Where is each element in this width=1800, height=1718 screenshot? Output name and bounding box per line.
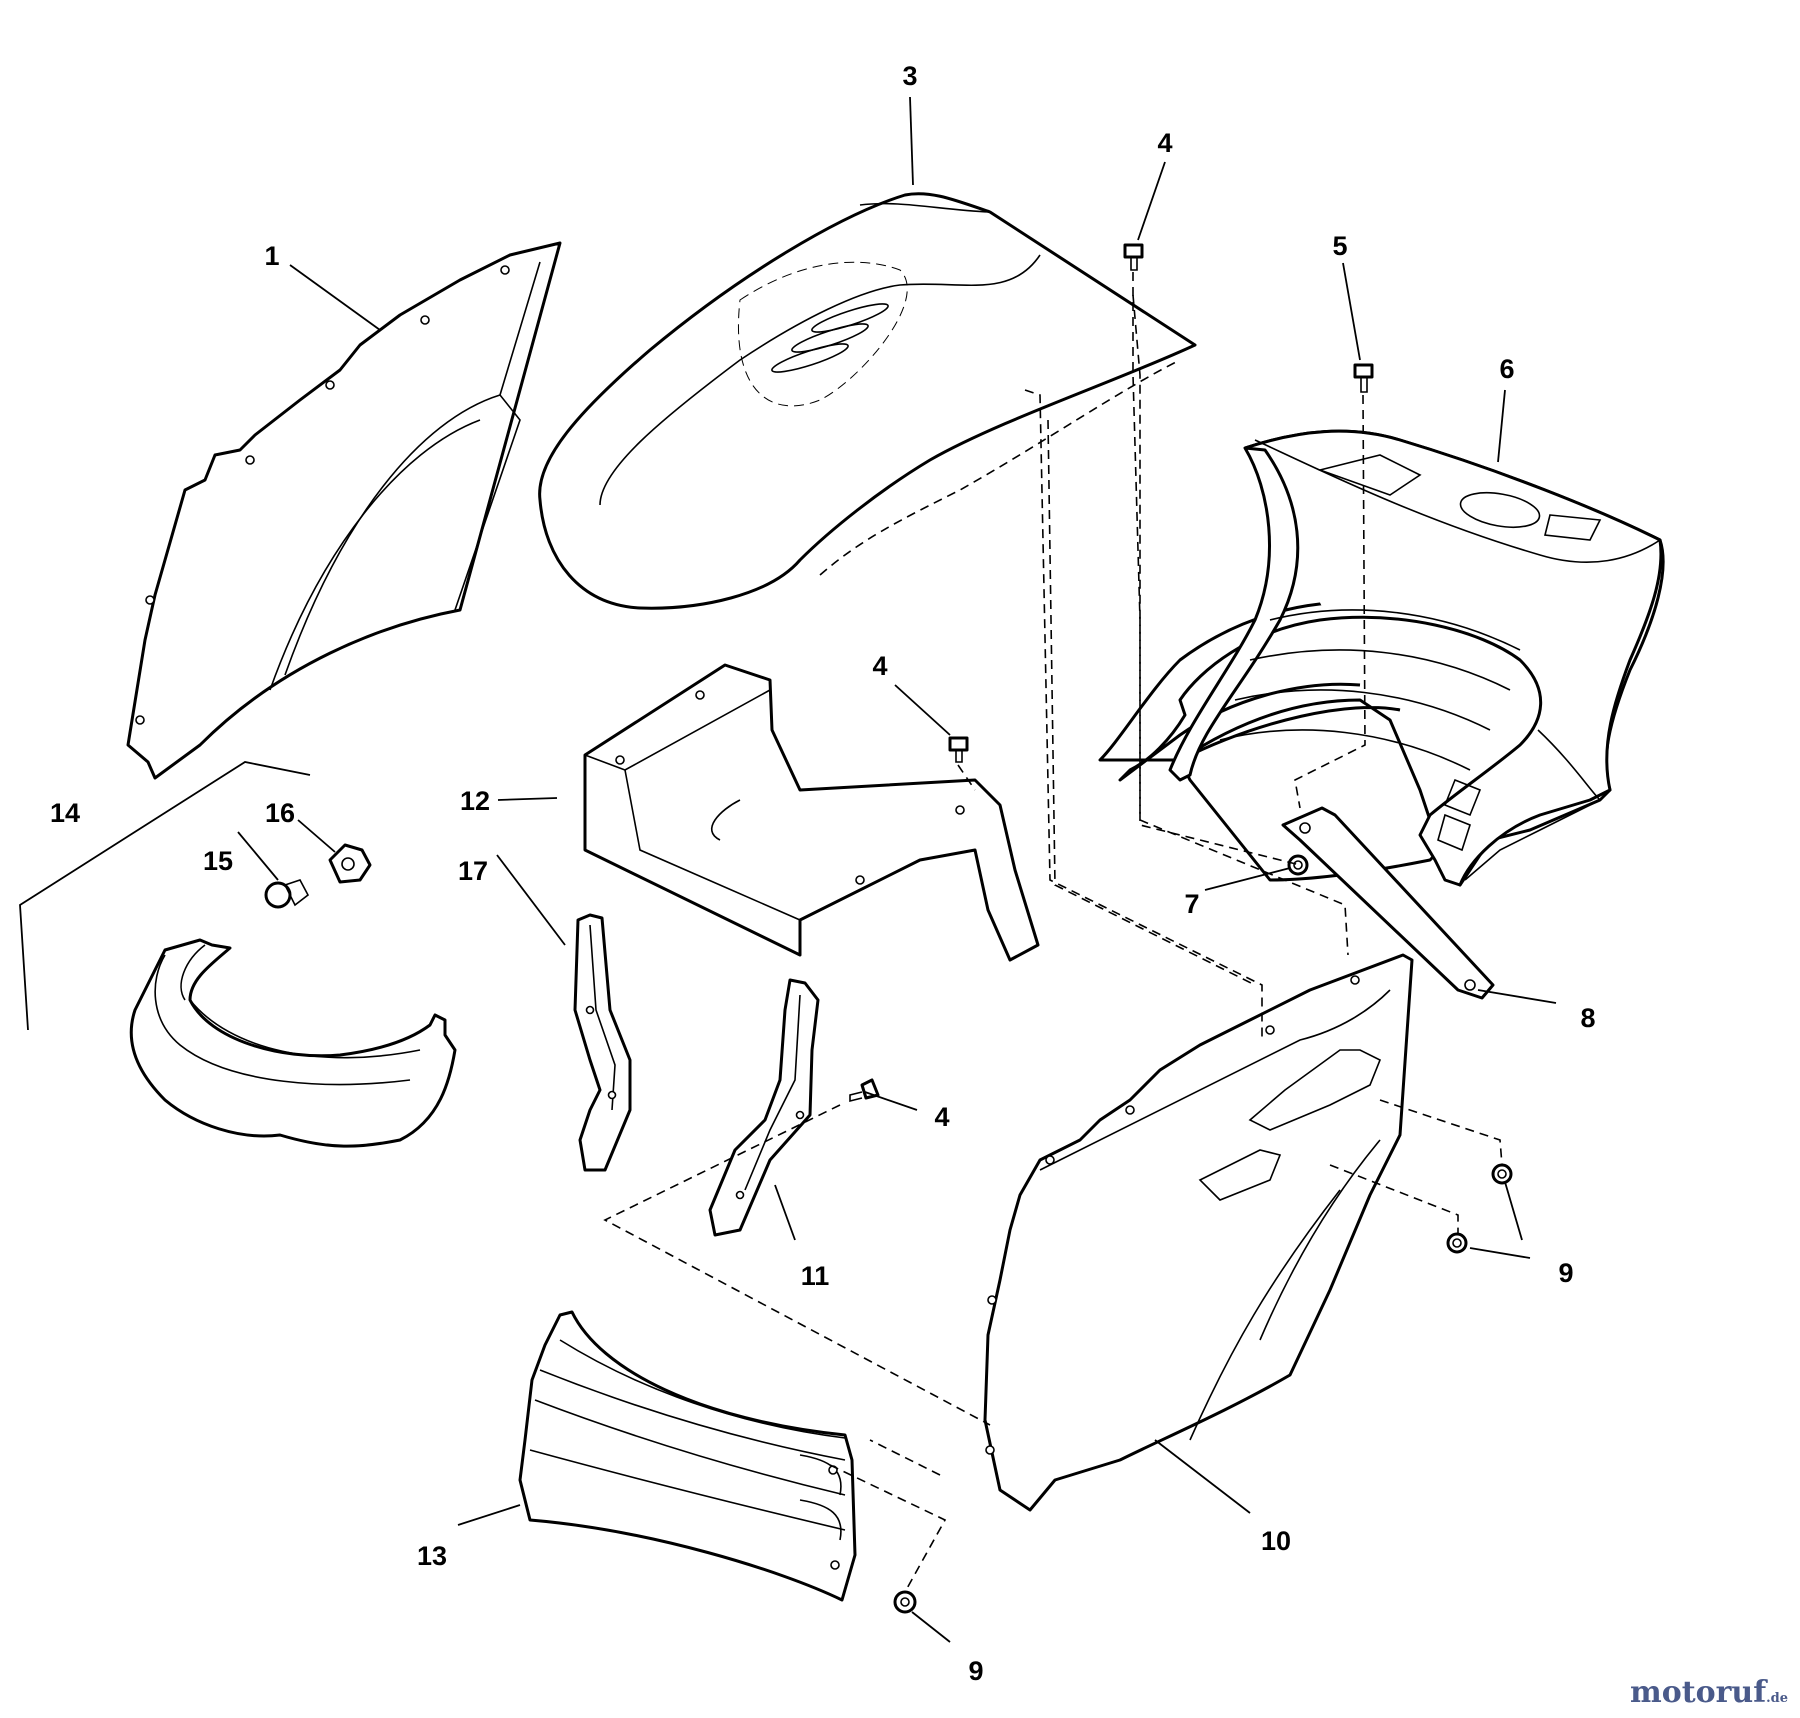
callout-labels: 1 3 4 5 6 4 12 14 16 15 17 7 8 4 9 11 10… xyxy=(50,61,1596,1686)
part-15-knob xyxy=(264,879,310,909)
callout-7: 7 xyxy=(1184,889,1199,919)
callout-4-top: 4 xyxy=(1157,128,1172,158)
part-9-nut-right-b xyxy=(1446,1232,1468,1254)
part-4-bolt-middle xyxy=(948,736,969,763)
watermark-name: motoruf xyxy=(1629,1675,1767,1710)
callout-12: 12 xyxy=(460,786,490,816)
callout-1: 1 xyxy=(264,241,279,271)
part-10-right-side-panel xyxy=(983,953,1414,1512)
part-9-nut-bottom xyxy=(893,1590,917,1614)
part-11-bracket-arm xyxy=(708,978,820,1237)
part-9-nut-right-a xyxy=(1491,1163,1513,1185)
leader-lines xyxy=(237,96,1557,1643)
callout-4-lower: 4 xyxy=(934,1102,949,1132)
callout-11: 11 xyxy=(801,1261,830,1291)
part-7-nut xyxy=(1287,854,1309,876)
callout-5: 5 xyxy=(1332,231,1347,261)
watermark-logo: motoruf.de xyxy=(1630,1675,1788,1710)
part-4-bolt-lower xyxy=(849,1078,880,1103)
callout-8: 8 xyxy=(1580,1003,1595,1033)
callout-6: 6 xyxy=(1499,354,1514,384)
part-6-dash-tower xyxy=(1098,429,1665,887)
part-17-bracket-arm xyxy=(573,913,632,1172)
part-13-grille xyxy=(518,1310,857,1602)
part-5-bolt xyxy=(1353,363,1374,393)
callout-4-middle: 4 xyxy=(872,651,887,681)
callout-16: 16 xyxy=(265,798,295,828)
part-12-bracket xyxy=(583,663,1040,962)
part-1-left-side-panel xyxy=(126,241,562,780)
part-3-hood-top xyxy=(538,192,1197,610)
callout-14: 14 xyxy=(50,798,80,828)
callout-3: 3 xyxy=(902,61,917,91)
part-14-bumper xyxy=(129,938,457,1148)
assembly-lines xyxy=(603,272,1503,1593)
callout-9-right: 9 xyxy=(1558,1258,1573,1288)
part-14-bracket-line xyxy=(19,761,311,1031)
callout-10: 10 xyxy=(1261,1526,1291,1556)
part-4-bolt-top xyxy=(1123,243,1144,271)
part-16-clip xyxy=(328,843,372,884)
watermark-tld: .de xyxy=(1766,1691,1788,1706)
callout-9-bottom: 9 xyxy=(968,1656,983,1686)
callout-17: 17 xyxy=(458,856,488,886)
callout-15: 15 xyxy=(203,846,233,876)
callout-13: 13 xyxy=(417,1541,447,1571)
